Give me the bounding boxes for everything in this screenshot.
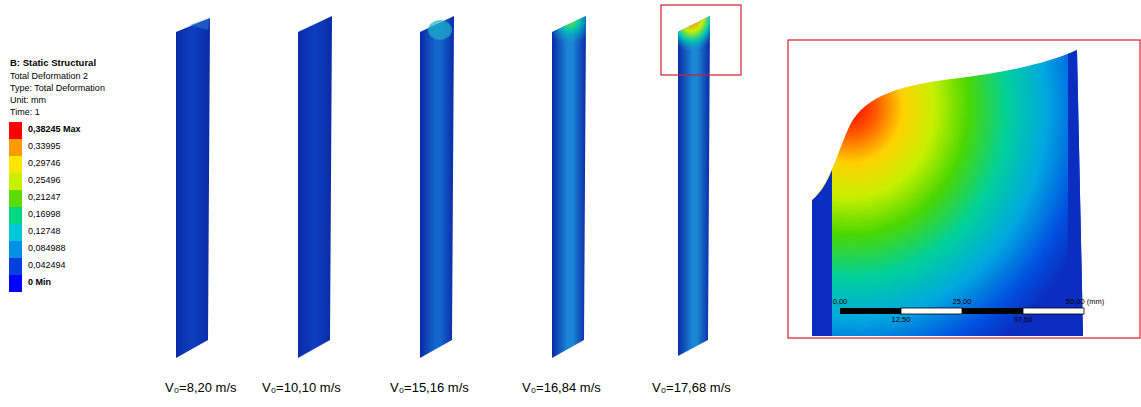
legend-swatch <box>9 241 22 258</box>
legend-value: 0,16998 <box>28 209 61 219</box>
legend-value: 0,38245 Max <box>28 124 81 134</box>
scale-value: 0,00 <box>833 298 848 307</box>
result-name: Total Deformation 2 <box>10 71 88 81</box>
scale-value: 50,00 (mm) <box>1066 298 1104 307</box>
scale-value: 37,50 <box>1014 316 1033 325</box>
legend-value: 0,042494 <box>28 260 66 270</box>
plot-title: B: Static Structural <box>10 58 96 69</box>
legend-swatch <box>9 190 22 207</box>
time-label: Time: 1 <box>10 107 40 117</box>
velocity-label: V₀=10,10 m/s <box>262 381 341 396</box>
legend-swatch <box>9 139 22 156</box>
legend-swatch <box>9 173 22 190</box>
legend-value: 0,29746 <box>28 158 61 168</box>
legend-swatch <box>9 207 22 224</box>
legend-value: 0 Min <box>28 277 51 287</box>
velocity-label: V₀=17,68 m/s <box>652 381 731 396</box>
scale-value: 25,00 <box>953 298 972 307</box>
velocity-label: V₀=15,16 m/s <box>390 381 469 396</box>
result-type: Type: Total Deformation <box>10 83 105 93</box>
legend-value: 0,21247 <box>28 192 61 202</box>
legend-swatch <box>9 258 22 275</box>
legend-swatch <box>9 224 22 241</box>
legend-swatch <box>9 275 22 292</box>
legend-value: 0,084988 <box>28 243 66 253</box>
legend-value: 0,12748 <box>28 226 61 236</box>
legend-value: 0,33995 <box>28 141 61 151</box>
unit-label: Unit: mm <box>10 95 46 105</box>
legend-swatch <box>9 122 22 139</box>
legend-value: 0,25496 <box>28 175 61 185</box>
velocity-label: V₀=16,84 m/s <box>522 381 601 396</box>
scale-value: 12,50 <box>892 316 911 325</box>
velocity-label: V₀=8,20 m/s <box>165 381 237 396</box>
legend-swatch <box>9 156 22 173</box>
